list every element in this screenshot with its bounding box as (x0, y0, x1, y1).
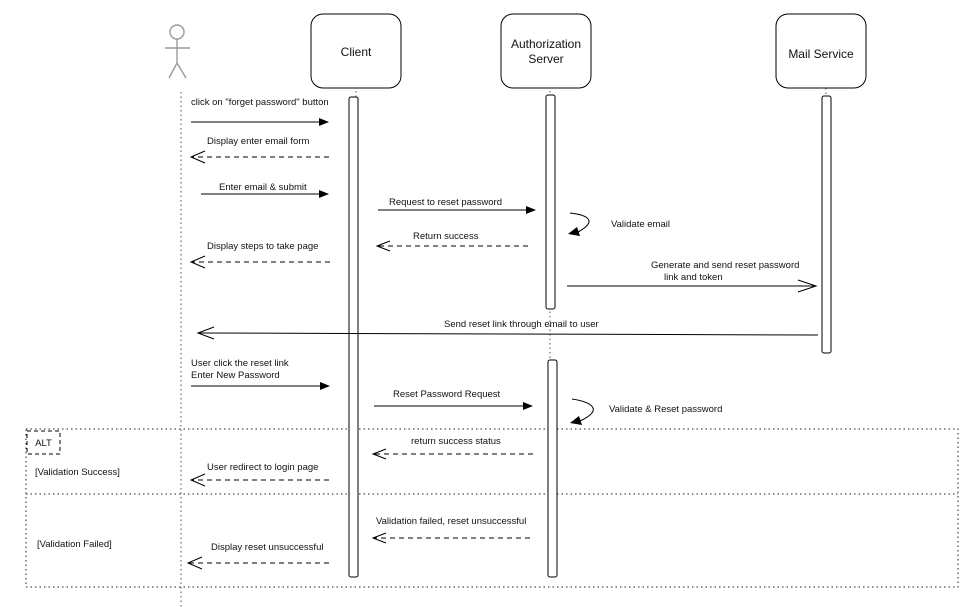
activation-client (348, 96, 359, 578)
alt-frame: ALT [Validation Success] [Validation Fai… (25, 428, 959, 588)
alt-tag-label: ALT (35, 438, 52, 449)
participant-mail-service: Mail Service (775, 13, 867, 89)
activation-mail (821, 95, 832, 354)
message-user-redirect-login: User redirect to login page (189, 462, 329, 487)
participant-mail-box (775, 13, 867, 89)
message-user-click-reset-link: User click the reset link Enter New Pass… (191, 358, 330, 390)
alt-tag-box (26, 430, 61, 455)
message-display-reset-unsuccessful: Display reset unsuccessful (186, 542, 329, 570)
messages: click on "forget password" button Displa… (186, 97, 819, 570)
arrowhead-open (375, 240, 391, 252)
activation-auth-1 (545, 94, 556, 310)
message-label: Return success (413, 231, 479, 242)
participant-mail-label: Mail Service (788, 47, 854, 61)
message-return-success: Return success (375, 231, 528, 252)
message-label: Validation failed, reset unsuccessful (376, 516, 526, 527)
message-label: Send reset link through email to user (444, 319, 599, 330)
arrowhead-filled (319, 118, 329, 126)
message-click-forget-password: click on "forget password" button (191, 97, 329, 126)
message-label: Generate and send reset password (651, 260, 799, 271)
message-label: Validate email (611, 219, 670, 230)
arrowhead-open (186, 556, 203, 570)
participant-authorization-server: Authorization Server (500, 13, 592, 89)
message-return-success-status: return success status (371, 436, 533, 460)
message-reset-password-request: Reset Password Request (374, 389, 533, 410)
guard-validation-success: [Validation Success] (35, 467, 120, 478)
message-label: Display steps to take page (207, 241, 318, 252)
message-enter-email-submit: Enter email & submit (201, 182, 329, 198)
message-label: Enter email & submit (219, 182, 307, 193)
message-label-line2: Enter New Password (191, 370, 280, 381)
participant-client: Client (310, 13, 402, 89)
message-validate-reset-password-self: Validate & Reset password (570, 398, 722, 425)
message-request-reset-password: Request to reset password (378, 197, 536, 214)
message-label: return success status (411, 436, 501, 447)
arrowhead-filled (568, 227, 580, 236)
alt-frame-border (25, 428, 959, 588)
message-display-enter-email-form: Display enter email form (189, 136, 329, 164)
lifelines (180, 88, 827, 607)
arrowhead-open (371, 448, 387, 460)
arrowhead-open (371, 532, 387, 544)
participant-user-actor (165, 24, 190, 79)
message-label: Display enter email form (207, 136, 310, 147)
user-actor-icon (165, 24, 190, 79)
message-display-steps-page: Display steps to take page (189, 241, 330, 269)
message-label-line2: link and token (664, 272, 723, 283)
message-label: Reset Password Request (393, 389, 501, 400)
arrowhead-open (797, 279, 818, 293)
message-line (197, 332, 819, 336)
message-label: User redirect to login page (207, 462, 318, 473)
self-call-curve (571, 398, 594, 422)
participant-auth-label-line2: Server (528, 52, 563, 66)
self-call-curve (569, 212, 590, 233)
arrowhead-open (196, 326, 215, 340)
arrowhead-filled (526, 206, 536, 214)
message-label: Request to reset password (389, 197, 502, 208)
arrowhead-open (189, 473, 206, 487)
message-generate-send-reset-link: Generate and send reset password link an… (567, 260, 818, 293)
guard-validation-failed: [Validation Failed] (37, 539, 112, 550)
message-label: click on "forget password" button (191, 97, 329, 108)
activation-auth-2 (547, 359, 558, 578)
activation-bars (348, 94, 832, 578)
participant-auth-label-line1: Authorization (511, 37, 581, 51)
arrowhead-open (189, 255, 206, 269)
message-send-reset-link-email: Send reset link through email to user (196, 319, 819, 340)
participant-client-box (310, 13, 402, 89)
participant-auth-box (500, 13, 592, 89)
arrowhead-open (189, 150, 206, 164)
arrowhead-filled (570, 416, 582, 425)
arrowhead-filled (320, 382, 330, 390)
message-label: Display reset unsuccessful (211, 542, 323, 553)
arrowhead-filled (523, 402, 533, 410)
message-validation-failed: Validation failed, reset unsuccessful (371, 516, 530, 544)
message-label: Validate & Reset password (609, 404, 722, 415)
arrowhead-filled (319, 190, 329, 198)
participant-client-label: Client (341, 45, 372, 59)
message-label: User click the reset link (191, 358, 289, 369)
message-validate-email-self: Validate email (568, 212, 670, 236)
